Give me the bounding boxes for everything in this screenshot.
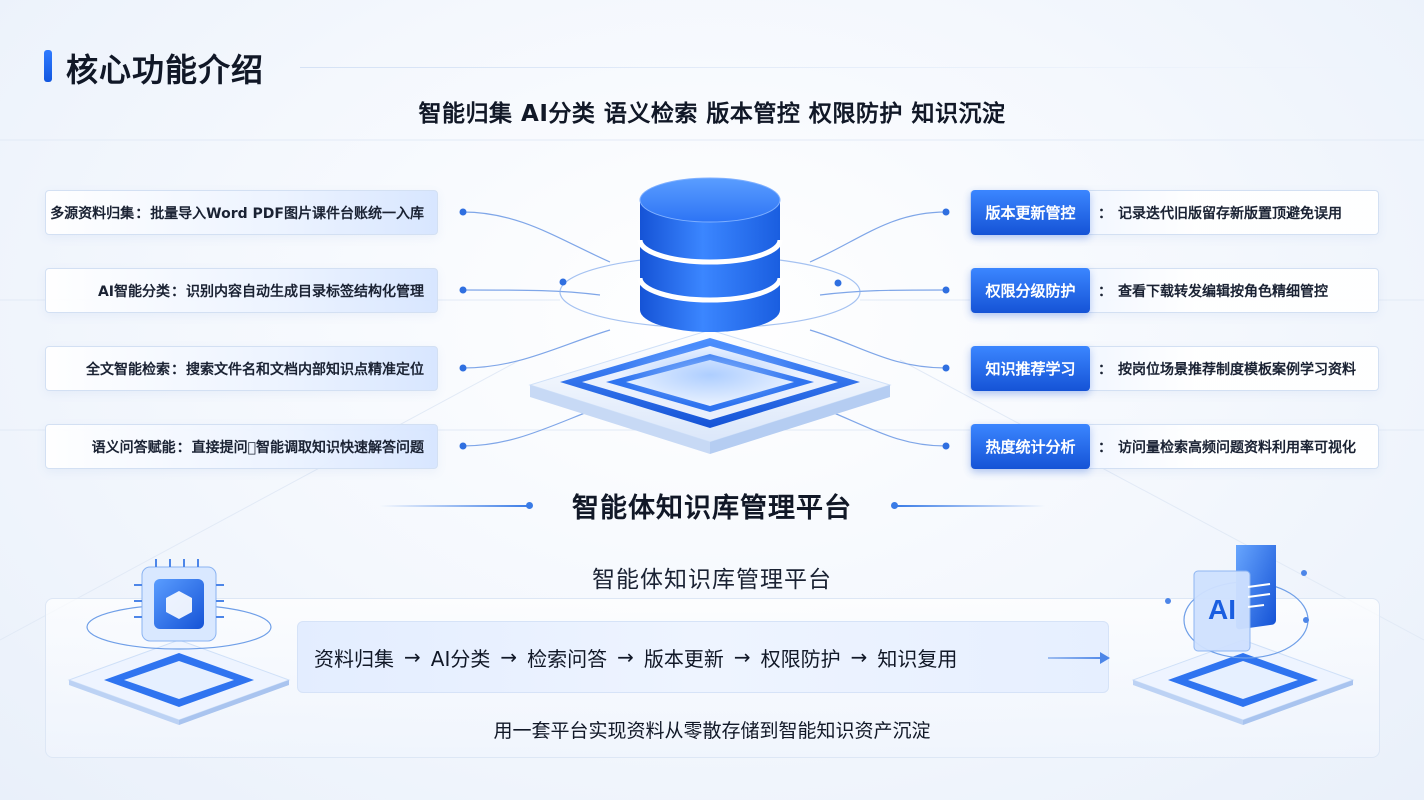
feature-card-multi-source: 多源资料归集：批量导入Word PDF图片课件台账统一入库 [45,190,438,235]
ai-icon-text: AI [1208,594,1236,625]
platform-subtitle: 智能体知识库管理平台 [592,567,832,593]
feature-desc: 访问量检索高频问题资料利用率可视化 [1118,439,1356,456]
flow-tail-arrow-icon [1100,652,1110,664]
platform-title: 智能体知识库管理平台 [572,493,852,524]
feature-separator: ： [171,283,185,300]
feature-desc: 按岗位场景推荐制度模板案例学习资料 [1118,361,1356,378]
flow-step: 权限防护 [760,646,841,671]
title-dot-right [891,502,898,509]
feature-separator: ： [1098,361,1112,378]
flow-step: 检索问答 [527,646,608,671]
feature-separator: ： [1098,205,1112,222]
feature-card-ai-classify: AI智能分类：识别内容自动生成目录标签结构化管理 [45,268,438,313]
feature-separator: ： [171,361,185,378]
feature-separator: ： [135,205,150,222]
title-dot-left [526,502,533,509]
feature-desc: 批量导入Word PDF图片课件台账统一入库 [150,205,424,222]
feature-card-recommend: 知识推荐学习 ： 按岗位场景推荐制度模板案例学习资料 [970,346,1379,391]
feature-label: 多源资料归集 [50,205,135,222]
feature-badge: 热度统计分析 [971,424,1090,469]
feature-badge: 知识推荐学习 [971,346,1090,391]
feature-badge: 版本更新管控 [971,190,1090,235]
flow-tail-line [1048,657,1108,659]
workflow-summary: 用一套平台实现资料从零散存储到智能知识资产沉淀 [493,720,931,742]
feature-desc: 查看下载转发编辑按角色精细管控 [1118,283,1328,300]
feature-card-semantic-qa: 语义问答赋能：直接提问 智能调取知识快速解答问题 [45,424,438,469]
flow-step: 资料归集 [314,646,394,671]
flow-arrow-icon: → [404,645,421,669]
page-subtitle: 智能归集 AI分类 语义检索 版本管控 权限防护 知识沉淀 [418,101,1006,127]
flow-step: 版本更新 [643,646,724,671]
title-divider [300,67,1380,68]
flow-step: 知识复用 [877,646,958,671]
feature-separator: ： [1098,283,1112,300]
flow-arrow-icon: → [617,645,634,669]
flow-arrow-icon: → [500,645,518,669]
feature-badge: 权限分级防护 [971,268,1090,313]
title-accent-bar [44,50,52,82]
workflow-flow-bar: 资料归集 → AI分类 → 检索问答 → 版本更新 → 权限防护 → 知识复用 [297,621,1109,693]
database-icon [528,177,892,454]
ai-document-icon: AI [1131,545,1355,725]
flow-step: AI分类 [430,646,491,671]
feature-card-full-text-search: 全文智能检索：搜索文件名和文档内部知识点精准定位 [45,346,438,391]
page-title: 核心功能介绍 [66,51,265,89]
feature-label: 全文智能检索 [86,361,170,378]
feature-card-permission: 权限分级防护 ： 查看下载转发编辑按角色精细管控 [970,268,1379,313]
feature-desc: 识别内容自动生成目录标签结构化管理 [186,283,424,300]
feature-separator: ： [1098,439,1112,456]
title-line-right [895,505,1045,507]
chip-icon [67,559,291,725]
feature-desc: 直接提问 智能调取知识快速解答问题 [191,439,424,456]
feature-label: 语义问答赋能 [91,439,176,456]
feature-separator: ： [176,439,191,456]
feature-desc: 记录迭代旧版留存新版置顶避免误用 [1118,205,1342,222]
title-line-left [380,505,530,507]
feature-desc: 搜索文件名和文档内部知识点精准定位 [186,361,424,378]
flow-arrow-icon: → [850,645,868,669]
feature-label: AI智能分类 [97,283,170,300]
flow-arrow-icon: → [733,645,751,669]
feature-card-statistics: 热度统计分析 ： 访问量检索高频问题资料利用率可视化 [970,424,1379,469]
feature-card-version-control: 版本更新管控 ： 记录迭代旧版留存新版置顶避免误用 [970,190,1379,235]
